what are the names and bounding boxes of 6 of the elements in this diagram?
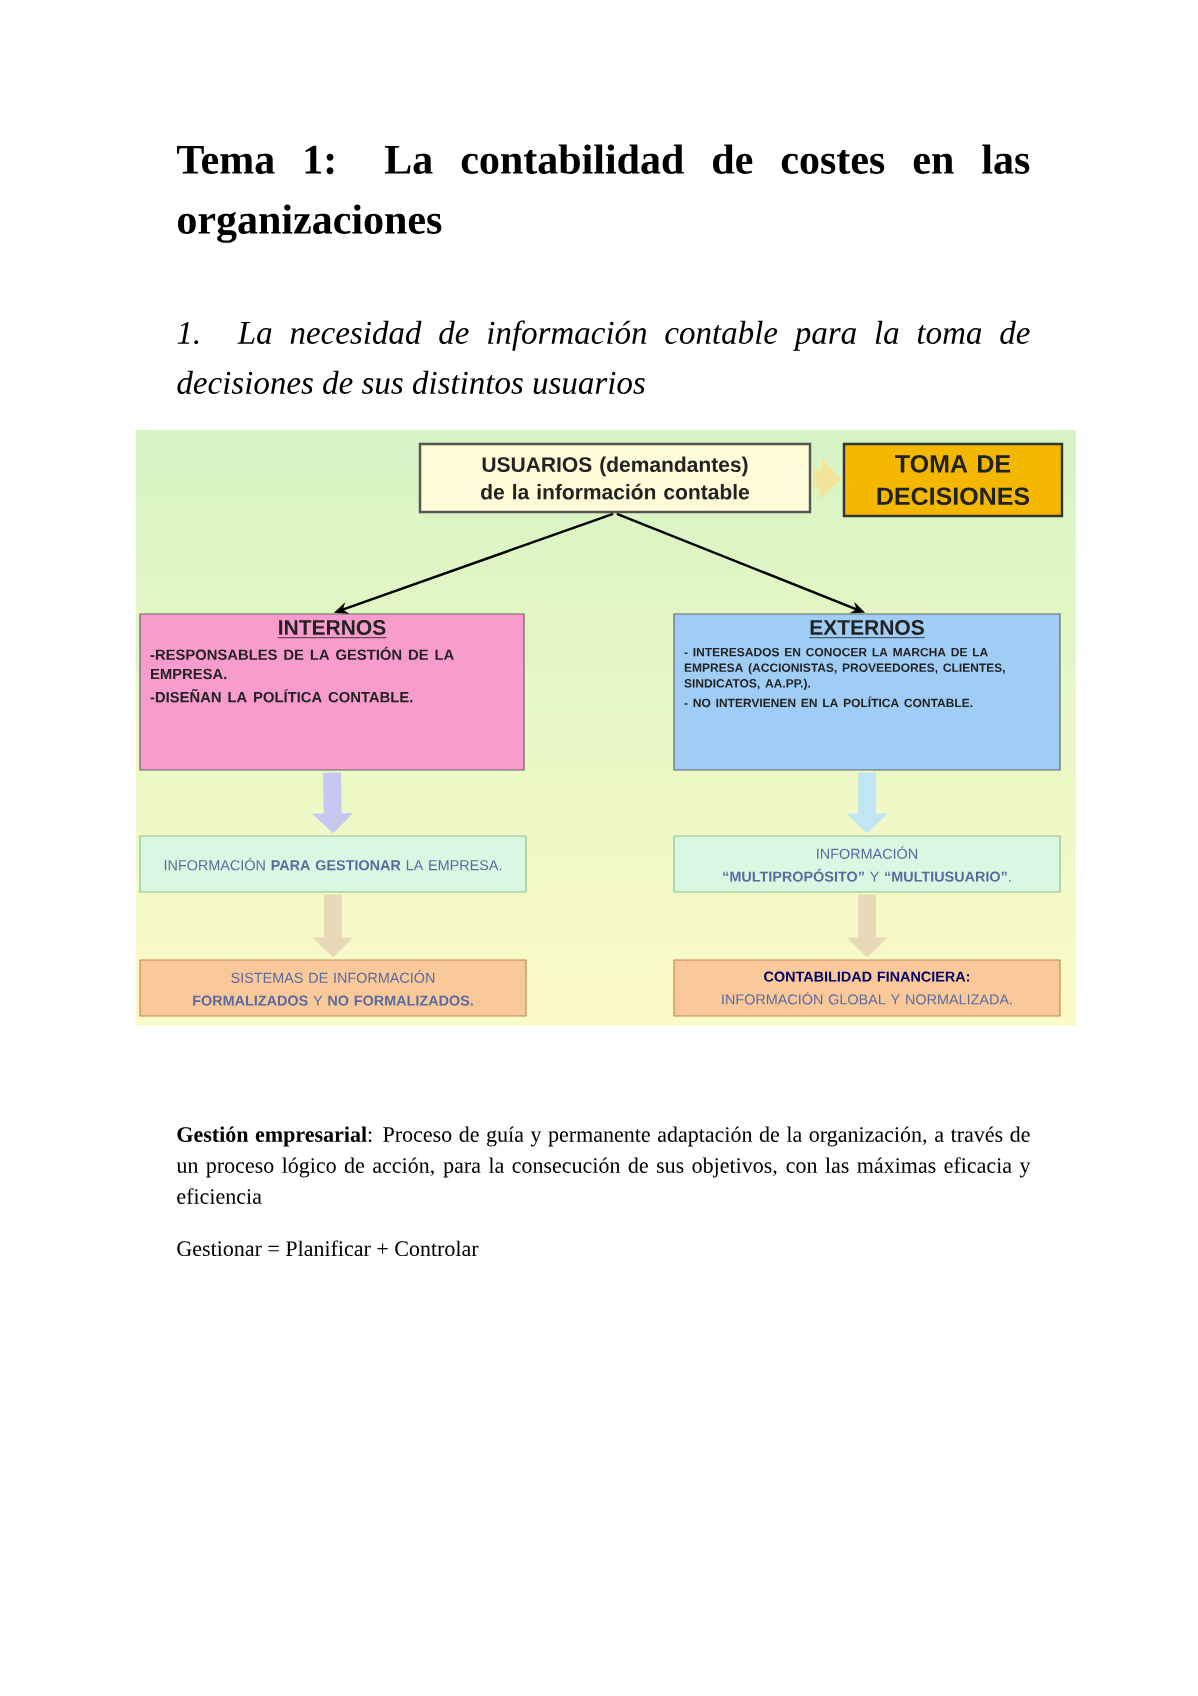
- equation-text: Gestionar = Planificar + Controlar: [177, 1240, 479, 1257]
- title: Tema 1: La contabilidad de costes en las organizaciones: [177, 144, 1030, 243]
- process-box: USUARIOS (demandantes) de la información contable: [418, 442, 812, 514]
- section-heading: 1. La necesidad de información contable para la toma de decisiones de sus distintos usuarios: [177, 320, 1030, 395]
- definition-paragraph: Gestión empresarial: Proceso de guía y permanente adaptación de la organización, a través de un proceso lógico de acción, para la consecución de sus objetivos, con las máximas eficacia y eficiencia: [176, 1126, 1031, 1204]
- decision-box: TOMA DE DECISIONES: [842, 442, 1064, 518]
